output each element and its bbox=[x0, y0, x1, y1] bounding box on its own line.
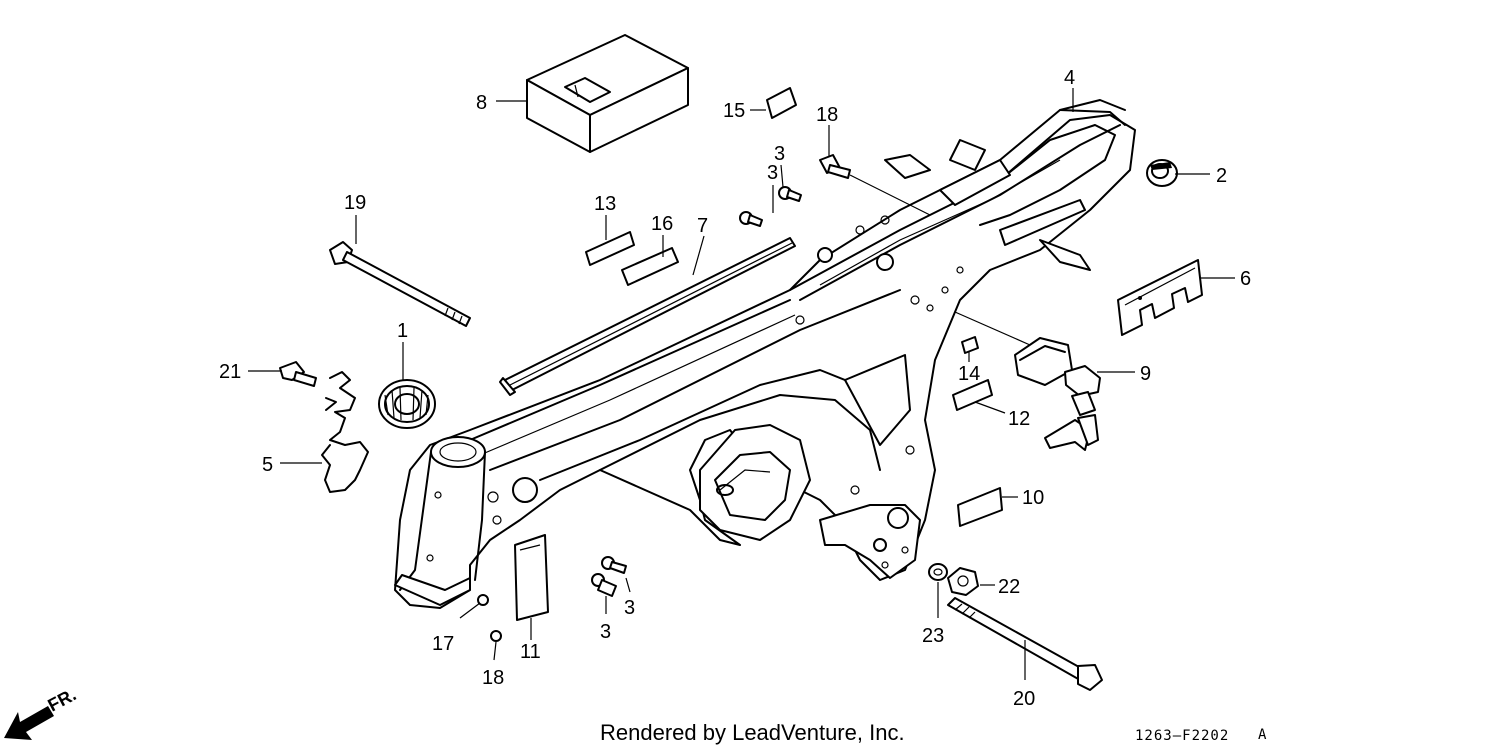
part-2-grommet bbox=[1146, 159, 1178, 187]
label-18b: 18 bbox=[482, 667, 504, 689]
leader-lines bbox=[248, 88, 1235, 680]
main-frame bbox=[394, 99, 1136, 609]
part-4-rail-top bbox=[1059, 109, 1126, 126]
part-18-pin-2 bbox=[490, 630, 502, 642]
label-9: 9 bbox=[1140, 363, 1151, 385]
part-3-bolt-bottom-1 bbox=[601, 556, 627, 574]
part-23-washer bbox=[928, 563, 948, 581]
part-18-pin-1 bbox=[477, 594, 489, 606]
part-22-nut bbox=[947, 567, 979, 596]
part-5-clip bbox=[321, 371, 369, 493]
part-3-bolt-top-1 bbox=[739, 211, 763, 227]
label-3c: 3 bbox=[624, 597, 635, 619]
label-3d: 3 bbox=[600, 621, 611, 643]
part-6-plate bbox=[1117, 259, 1203, 336]
part-12-label bbox=[952, 379, 993, 411]
label-4: 4 bbox=[1064, 67, 1075, 89]
direction-indicator: FR. bbox=[4, 684, 79, 740]
arrow-down-left-icon bbox=[4, 706, 54, 740]
label-6: 6 bbox=[1240, 268, 1251, 290]
label-19: 19 bbox=[344, 192, 366, 214]
label-3b: 3 bbox=[774, 143, 785, 165]
part-3-bolt-top-2 bbox=[778, 186, 802, 202]
part-14-label bbox=[961, 336, 979, 354]
part-8-pad bbox=[526, 34, 689, 153]
part-3-bolt-bottom-2 bbox=[591, 573, 617, 597]
part-17-long-bolt bbox=[947, 597, 1103, 691]
part-15-label bbox=[621, 247, 679, 286]
label-11: 11 bbox=[520, 641, 541, 663]
label-18a: 17 bbox=[432, 633, 454, 655]
diagram-revision: A bbox=[1258, 727, 1267, 743]
label-17: 20 bbox=[1013, 688, 1035, 710]
part-labels: 8 15 18 3 3 4 2 6 9 14 12 10 19 13 16 7 … bbox=[219, 67, 1251, 710]
part-21-bolt bbox=[279, 361, 317, 387]
label-15: 16 bbox=[651, 213, 673, 235]
label-10: 10 bbox=[1022, 487, 1044, 509]
label-20: 18 bbox=[816, 104, 838, 126]
label-1: 1 bbox=[397, 320, 408, 342]
part-1-bearing bbox=[378, 379, 436, 429]
label-14: 14 bbox=[958, 363, 980, 385]
part-19-long-bolt bbox=[329, 241, 471, 327]
label-8: 8 bbox=[476, 92, 487, 114]
footer: Rendered by LeadVenture, Inc. 1263–F2202… bbox=[600, 720, 1267, 745]
label-7: 7 bbox=[697, 215, 708, 237]
label-23: 23 bbox=[922, 625, 944, 647]
label-12: 12 bbox=[1008, 408, 1030, 430]
label-16: 15 bbox=[723, 100, 745, 122]
label-22: 22 bbox=[998, 576, 1020, 598]
part-9-switch bbox=[954, 311, 1101, 451]
label-3a: 3 bbox=[767, 162, 778, 184]
label-13: 13 bbox=[594, 193, 616, 215]
part-7-strip bbox=[499, 237, 796, 396]
diagram-code: 1263–F2202 bbox=[1135, 728, 1229, 744]
part-10-label bbox=[957, 487, 1003, 527]
part-16-label bbox=[766, 87, 797, 119]
label-21: 21 bbox=[219, 361, 241, 383]
label-5: 5 bbox=[262, 454, 273, 476]
rendered-by-text: Rendered by LeadVenture, Inc. bbox=[600, 720, 905, 745]
part-11-plate bbox=[514, 534, 549, 621]
label-2: 2 bbox=[1216, 165, 1227, 187]
part-13-label bbox=[585, 231, 635, 266]
